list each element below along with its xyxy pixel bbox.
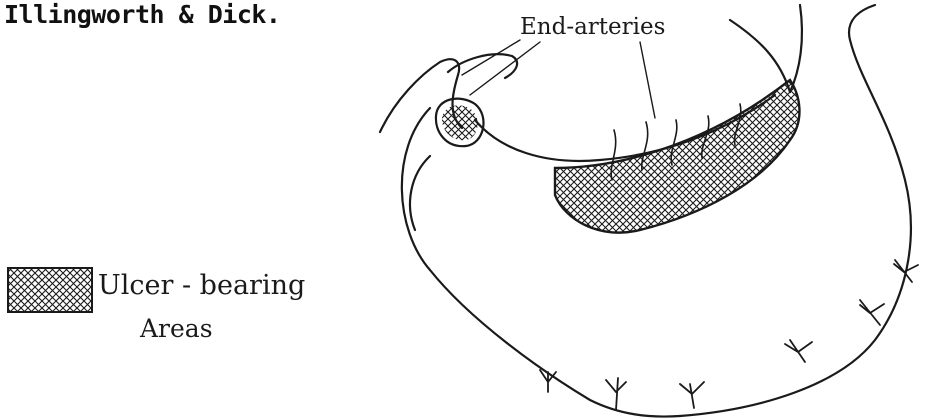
credit-text: Illingworth & Dick.	[4, 0, 280, 29]
branching-vessel	[860, 300, 884, 325]
legend-label-ulcer-bearing: Ulcer - bearing	[98, 270, 305, 301]
branching-vessel	[785, 340, 812, 362]
ulcer-area-duodenum	[442, 105, 478, 140]
legend-swatch	[8, 268, 92, 312]
pointer-line	[640, 42, 655, 118]
greater-curvature	[680, 5, 911, 416]
branching-vessel	[606, 378, 626, 410]
branching-vessel	[540, 370, 556, 392]
gastric-body	[730, 20, 790, 92]
legend-label-areas: Areas	[140, 314, 213, 343]
duodenum-wall	[790, 5, 802, 92]
ulcer-area-lesser-curvature	[555, 80, 799, 233]
branching-vessel	[680, 382, 704, 408]
pointer-line	[470, 42, 540, 95]
branching-vessel	[894, 260, 918, 282]
end-arteries-label: End-arteries	[520, 14, 665, 40]
duodenum-lower	[410, 156, 430, 230]
pointer-line	[462, 40, 520, 75]
